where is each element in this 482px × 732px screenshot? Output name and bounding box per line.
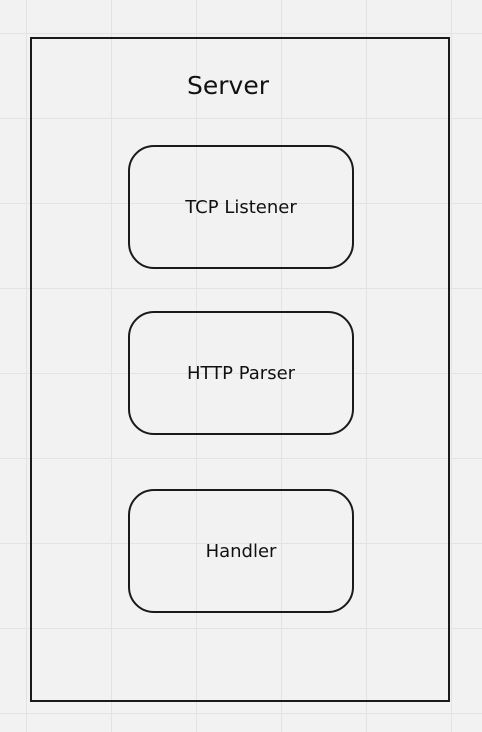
server-title-text: Server [187, 71, 269, 100]
http-parser-label: HTTP Parser [186, 362, 296, 384]
handler-label: Handler [205, 540, 277, 562]
server-container[interactable] [30, 37, 450, 702]
tcp-listener-label: TCP Listener [185, 196, 297, 218]
http-parser-node[interactable]: HTTP Parser [128, 311, 354, 435]
server-title: Server [0, 68, 482, 104]
tcp-listener-node[interactable]: TCP Listener [128, 145, 354, 269]
handler-node[interactable]: Handler [128, 489, 354, 613]
